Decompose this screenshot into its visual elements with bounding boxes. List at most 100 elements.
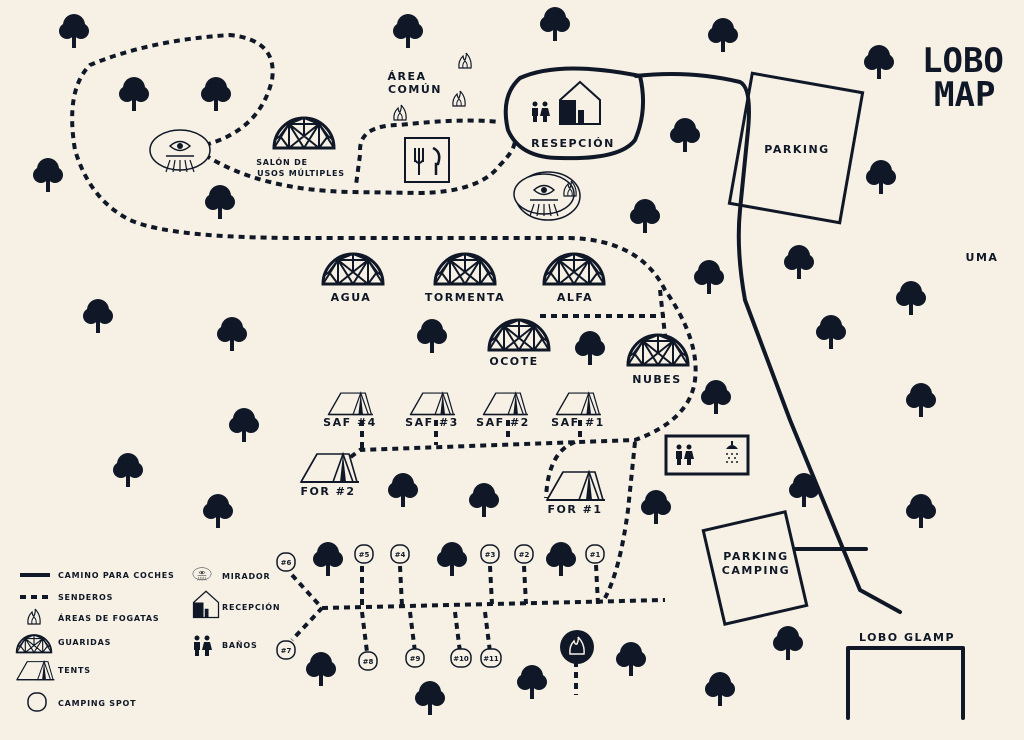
spot-2-label: #2 [519, 551, 530, 559]
tent-icon [327, 392, 374, 416]
legend-trails-label: SENDEROS [58, 593, 113, 602]
dome-icon [433, 252, 497, 286]
area-comun-label-1: ÁREA [387, 70, 426, 83]
tent-saf2[interactable]: SAF #2 [476, 392, 530, 429]
legend-road-label: CAMINO PARA COCHES [58, 571, 175, 580]
tree-icon [701, 380, 731, 414]
tree-icon [113, 453, 143, 487]
legend-reception-label: RECEPCIÓN [222, 601, 280, 612]
tent-icon [299, 452, 361, 484]
dome-ocote-label: OCOTE [489, 355, 538, 368]
camping-spot-8[interactable]: #8 [358, 651, 378, 671]
camping-spot-10[interactable]: #10 [450, 648, 472, 668]
area-comun[interactable]: ÁREA COMÚN [387, 52, 472, 183]
tent-saf4[interactable]: SAF #4 [323, 392, 377, 429]
viewpoint-icon[interactable] [149, 129, 211, 173]
legend-viewpoint-label: MIRADOR [222, 572, 271, 581]
tent-saf3[interactable]: SAF #3 [405, 392, 459, 429]
camping-spots: #6 #5 #4 #3 #2 #1 #7 #8 #9 #10 #11 [276, 544, 605, 671]
tent-for2[interactable]: FOR #2 [299, 452, 361, 498]
viewpoint-icon [513, 173, 575, 217]
title-line-1: LOBO [922, 41, 1004, 81]
reception-loop [503, 66, 645, 161]
tree-icon [306, 652, 336, 686]
bathrooms-showers[interactable] [664, 434, 750, 476]
restaurant-icon [404, 137, 450, 183]
map-title: LOBO MAP [922, 41, 1004, 115]
fire-icon [452, 90, 466, 107]
trees [33, 7, 936, 715]
fire-icon [393, 104, 407, 121]
legend: CAMINO PARA COCHES SENDEROS ÁREAS DE FOG… [15, 567, 280, 712]
tent-icon [409, 392, 456, 416]
tent-for1[interactable]: FOR #1 [545, 470, 607, 516]
spot-1-label: #1 [590, 551, 601, 559]
spot-11-label: #11 [483, 655, 499, 663]
dome-tormenta[interactable]: TORMENTA [425, 252, 505, 304]
tent-saf4-label: SAF #4 [323, 416, 377, 429]
dome-ocote[interactable]: OCOTE [487, 318, 551, 368]
lobo-glamp-gate[interactable]: LOBO GLAMP [846, 631, 965, 720]
camping-spot-11[interactable]: #11 [480, 648, 502, 668]
spot-7-label: #7 [281, 647, 292, 655]
reception[interactable]: RESEPCIÓN [531, 81, 615, 150]
shower-icon [725, 440, 739, 464]
tent-for1-label: FOR #1 [547, 503, 602, 516]
tree-icon [773, 626, 803, 660]
dome-nubes-label: NUBES [632, 373, 681, 386]
camping-spot-9[interactable]: #9 [405, 648, 425, 668]
reception-label: RESEPCIÓN [531, 137, 615, 150]
tree-icon [906, 383, 936, 417]
tree-icon [630, 199, 660, 233]
dome-agua[interactable]: AGUA [321, 252, 385, 304]
dome-agua-label: AGUA [331, 291, 372, 304]
tree-icon [575, 331, 605, 365]
camping-spot-4[interactable]: #4 [390, 544, 410, 564]
tree-icon [469, 483, 499, 517]
tent-icon [555, 392, 602, 416]
camping-spot-3[interactable]: #3 [480, 544, 500, 564]
tree-icon [616, 642, 646, 676]
salon-usos-multiples[interactable]: SALÓN DE USOS MÚLTIPLES [256, 116, 345, 178]
viewpoint-fire-area[interactable] [513, 171, 581, 221]
dome-icon [542, 252, 606, 286]
restroom-icon [532, 101, 550, 122]
spot-swatch [27, 692, 47, 712]
fire-pit[interactable] [560, 630, 594, 664]
camping-spot-7[interactable]: #7 [276, 640, 296, 660]
camping-spot-6[interactable]: #6 [276, 552, 296, 572]
tree-icon [546, 542, 576, 576]
tree-icon [641, 490, 671, 524]
tree-icon [59, 14, 89, 48]
tree-icon [670, 118, 700, 152]
camping-spot-2[interactable]: #2 [514, 544, 534, 564]
tent-icon [482, 392, 529, 416]
fire-icon [569, 636, 585, 655]
tree-icon [393, 14, 423, 48]
dome-alfa-label: ALFA [557, 291, 593, 304]
spot-5-label: #5 [359, 551, 370, 559]
camping-spot-1[interactable]: #1 [585, 544, 605, 564]
tree-icon [415, 681, 445, 715]
parking-lot[interactable]: PARKING [727, 71, 865, 225]
parking-camping-label-1: PARKING [723, 550, 788, 563]
tree-icon [119, 77, 149, 111]
tree-icon [896, 281, 926, 315]
dome-alfa[interactable]: ALFA [542, 252, 606, 304]
tree-icon [33, 158, 63, 192]
dome-nubes[interactable]: NUBES [626, 333, 690, 386]
tent-saf3-label: SAF #3 [405, 416, 459, 429]
parking-camping[interactable]: PARKING CAMPING [701, 509, 809, 627]
car-road-network [634, 72, 902, 614]
lobo-glamp-label: LOBO GLAMP [859, 631, 955, 644]
area-comun-label-2: COMÚN [388, 83, 442, 96]
tree-icon [540, 7, 570, 41]
tent-saf1[interactable]: SAF #1 [551, 392, 605, 429]
salon-label-2: USOS MÚLTIPLES [257, 167, 345, 178]
tree-icon [217, 317, 247, 351]
camping-spot-5[interactable]: #5 [354, 544, 374, 564]
viewpoint-icon [192, 567, 212, 581]
salon-label-1: SALÓN DE [256, 156, 308, 167]
tree-icon [816, 315, 846, 349]
